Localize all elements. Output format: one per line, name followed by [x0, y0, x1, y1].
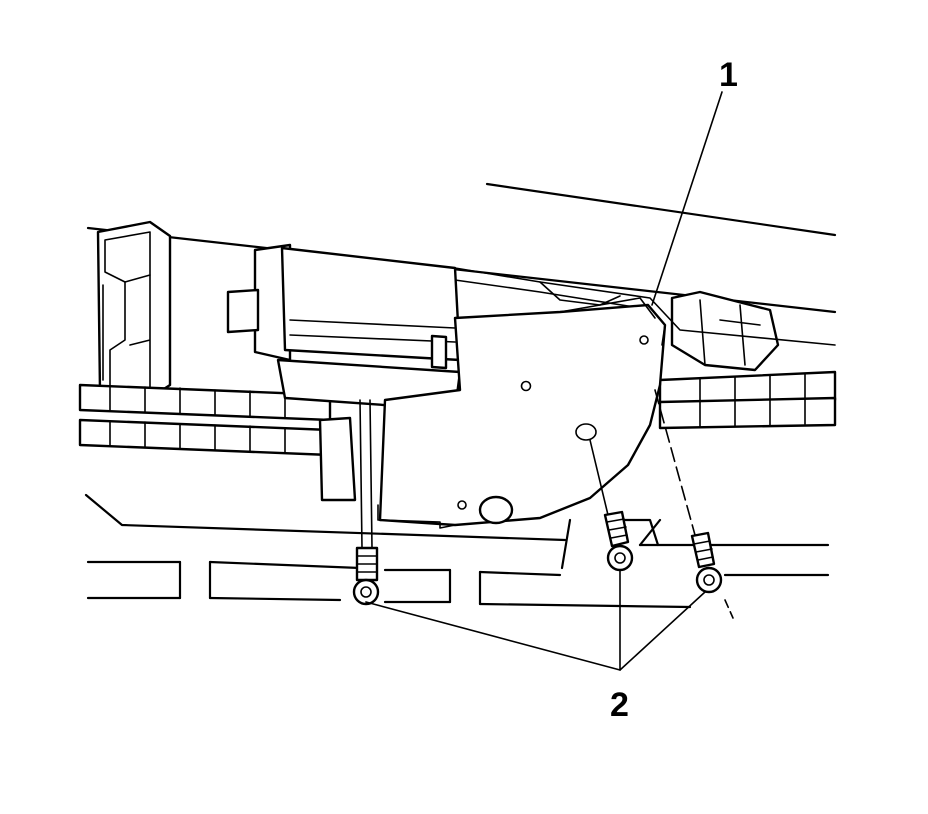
control-module — [318, 297, 667, 529]
background-panel-lines — [84, 182, 837, 609]
motor-housing — [226, 243, 493, 412]
screw-middle — [589, 439, 634, 572]
left-bracket — [96, 220, 172, 400]
right-bracket — [670, 290, 780, 372]
drive-cable — [454, 267, 836, 346]
callout-1: 1 — [719, 56, 738, 94]
screw-left — [352, 399, 380, 606]
callout-2: 2 — [610, 686, 629, 724]
cable-lower — [78, 396, 837, 457]
screw-right — [654, 389, 734, 619]
cable-upper — [78, 370, 837, 422]
leader-lines — [365, 91, 723, 671]
